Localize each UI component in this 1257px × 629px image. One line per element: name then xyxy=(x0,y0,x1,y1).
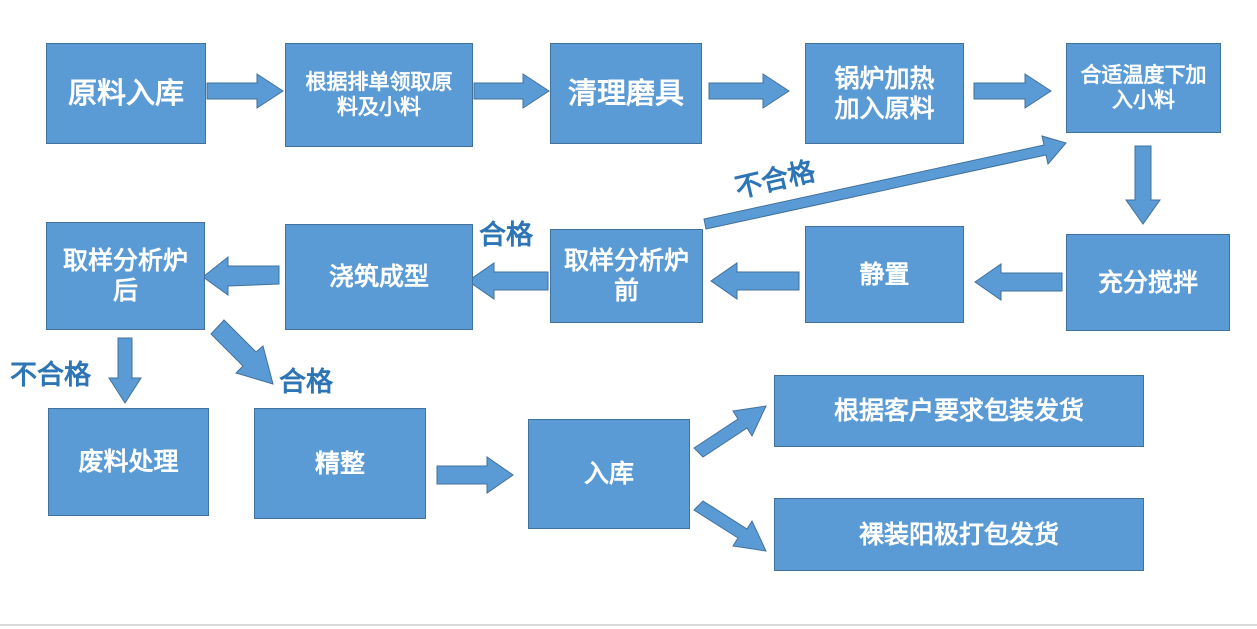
arrow-warehouse-to-ship-custom xyxy=(693,405,767,458)
node-waste-label: 废料处理 xyxy=(78,447,179,476)
arrow-pre-to-cast xyxy=(467,262,549,300)
arrow-finishing-to-warehouse xyxy=(436,456,514,494)
node-pre-furnace-sample: 取样分析炉前 xyxy=(550,229,703,323)
arrow-boiler-to-minor xyxy=(973,73,1052,109)
node-finishing: 精整 xyxy=(254,408,426,519)
node-cast: 浇筑成型 xyxy=(285,224,473,330)
node-ship-custom: 根据客户要求包装发货 xyxy=(774,375,1144,447)
arrow-warehouse-to-ship-bare xyxy=(693,500,767,552)
label-pass-post: 合格 xyxy=(279,367,333,398)
arrow-post-to-finishing xyxy=(210,319,274,385)
label-pass-pre: 合格 xyxy=(479,220,533,251)
arrow-post-to-waste xyxy=(108,337,142,404)
arrow-pre-fail-to-minor xyxy=(703,135,1067,230)
arrow-minor-to-stir xyxy=(1125,145,1161,225)
arrow-cast-to-post xyxy=(202,255,280,296)
arrow-pick-to-clean xyxy=(473,73,550,109)
node-boiler-heat-label: 锅炉加热加入原料 xyxy=(834,63,935,123)
node-pick-materials: 根据排单领取原料及小料 xyxy=(285,43,473,147)
node-warehouse-label: 入库 xyxy=(583,459,634,488)
node-stir-label: 充分搅拌 xyxy=(1097,267,1198,297)
node-clean-molds-label: 清理磨具 xyxy=(567,76,684,111)
node-ship-bare-label: 裸装阳极打包发货 xyxy=(858,519,1059,549)
node-stir: 充分搅拌 xyxy=(1066,234,1230,331)
label-fail-post: 不合格 xyxy=(10,360,91,391)
arrow-rest-to-pre xyxy=(710,262,800,300)
node-warehouse: 入库 xyxy=(528,419,690,529)
node-waste: 废料处理 xyxy=(48,408,209,516)
node-pick-materials-label: 根据排单领取原料及小料 xyxy=(305,69,453,119)
node-finishing-label: 精整 xyxy=(314,448,365,478)
node-ship-custom-label: 根据客户要求包装发货 xyxy=(833,396,1084,425)
node-raw-storage-label: 原料入库 xyxy=(67,76,184,111)
node-post-furnace-sample-label: 取样分析炉后 xyxy=(62,246,188,305)
node-add-minor: 合适温度下加入小料 xyxy=(1066,43,1221,133)
node-rest: 静置 xyxy=(805,226,964,323)
arrow-stir-to-rest xyxy=(974,263,1063,301)
node-cast-label: 浇筑成型 xyxy=(328,262,429,291)
node-clean-molds: 清理磨具 xyxy=(550,43,702,144)
node-pre-furnace-sample-label: 取样分析炉前 xyxy=(563,246,689,305)
node-ship-bare: 裸装阳极打包发货 xyxy=(774,498,1144,571)
arrow-clean-to-boiler xyxy=(708,73,790,109)
node-raw-storage: 原料入库 xyxy=(46,43,206,144)
node-boiler-heat: 锅炉加热加入原料 xyxy=(805,43,964,144)
node-rest-label: 静置 xyxy=(859,259,910,289)
arrow-raw-to-pick xyxy=(206,73,284,109)
bottom-divider xyxy=(0,624,1257,626)
node-add-minor-label: 合适温度下加入小料 xyxy=(1080,62,1207,112)
node-post-furnace-sample: 取样分析炉后 xyxy=(46,222,205,330)
